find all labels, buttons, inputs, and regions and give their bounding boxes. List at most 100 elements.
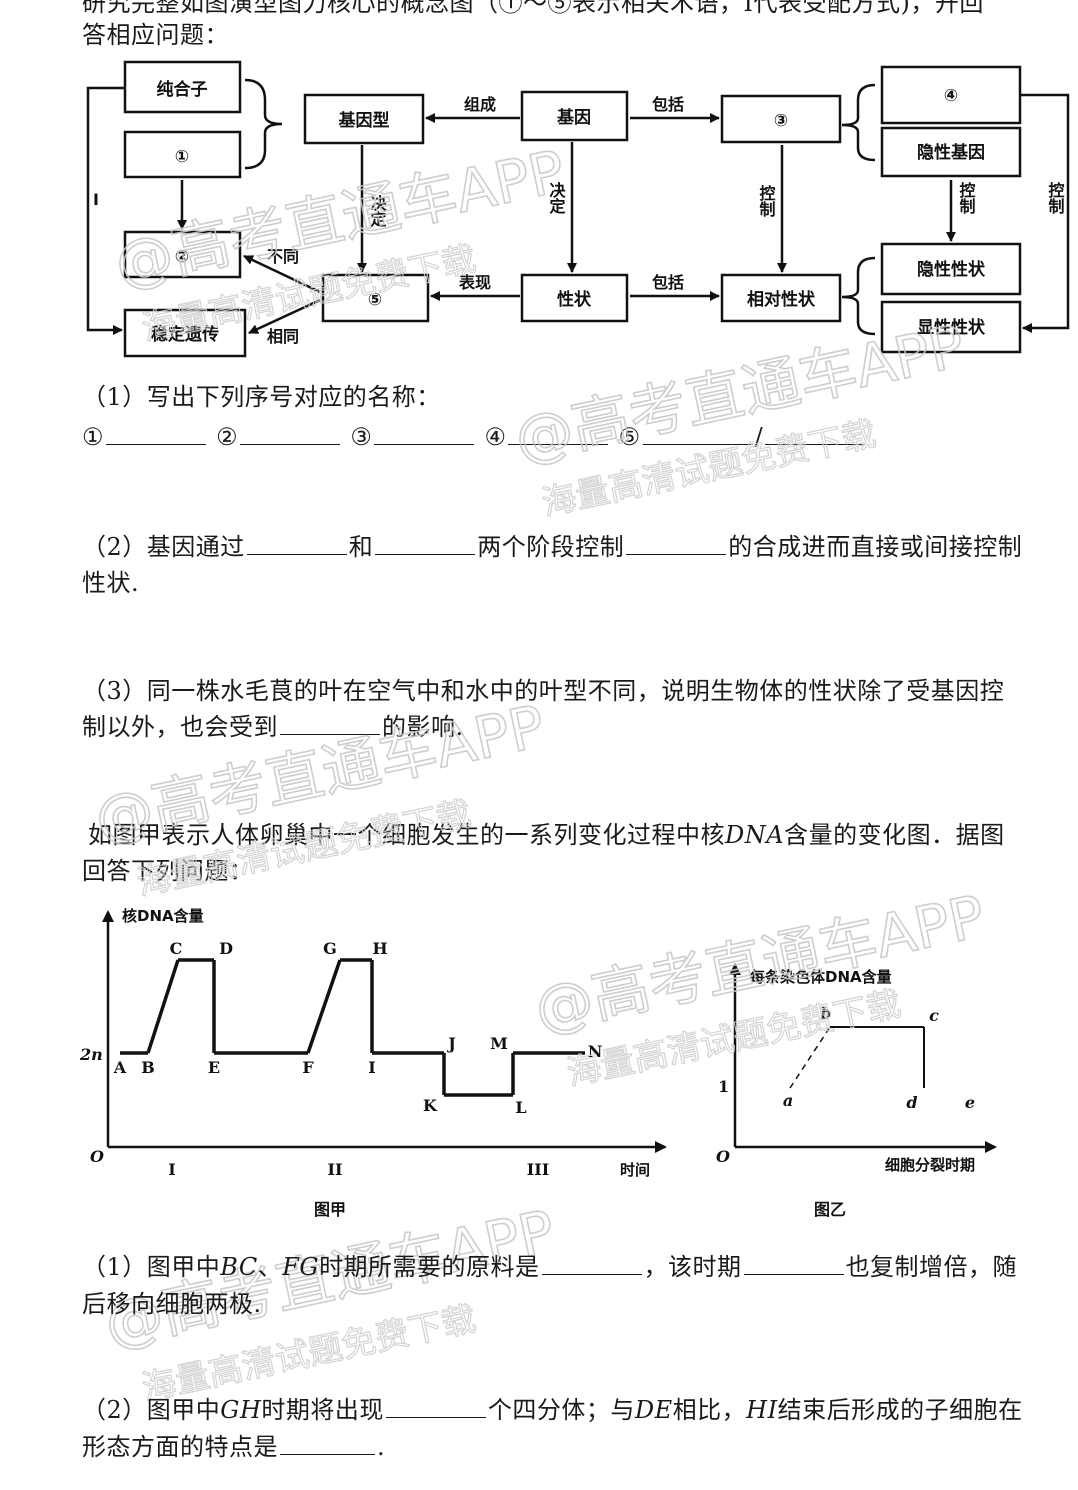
q1-num-5: ⑤ — [618, 423, 641, 451]
q5-hi: HI — [746, 1396, 778, 1424]
jia-point-label-M: M — [490, 1034, 508, 1053]
jia-point-label-C: C — [170, 939, 183, 958]
concept-map: 纯合子 ① ② 稳定遗传 基因型 ⑤ 基因 性状 ③ 相对性状 ④ 隐性基因 隐… — [86, 60, 1070, 358]
text-trait: 性状 — [557, 289, 592, 310]
label-control-3: 控制 — [1046, 181, 1065, 215]
q4-text-c: ，该时期 — [643, 1253, 742, 1281]
text-box-5: ⑤ — [368, 290, 382, 310]
q5-text-d: 相比， — [672, 1396, 747, 1424]
label-control-1: 控制 — [757, 184, 776, 218]
box-trait — [520, 273, 629, 323]
q2-text-c: 两个阶段控制 — [477, 533, 625, 561]
part2-dna: DNA — [725, 821, 785, 849]
q2-text-a: （2）基因通过 — [82, 533, 245, 561]
box-recessive-trait — [880, 242, 1022, 296]
q1-num-4: ④ — [484, 423, 507, 451]
jia-stage-1: I — [168, 1160, 175, 1179]
q5-de: DE — [634, 1396, 673, 1424]
text-box-2: ② — [175, 247, 189, 267]
q5-blank-2[interactable] — [280, 1432, 375, 1455]
q1-blank-5a[interactable] — [642, 422, 753, 445]
box-5 — [321, 273, 430, 323]
label-compose: 组成 — [464, 95, 496, 114]
text-genotype: 基因型 — [338, 110, 390, 131]
yi-ytick: 1 — [718, 1077, 729, 1096]
label-roman-I: I — [93, 190, 99, 209]
q4-line-2: 后移向细胞两极. — [82, 1290, 262, 1318]
q1-blank-5b[interactable] — [765, 422, 866, 445]
q3-line-2: 制以外，也会受到 的影响. — [82, 710, 464, 744]
jia-point-label-D: D — [219, 939, 233, 958]
q1-num-2: ② — [216, 423, 239, 451]
q1-num-1: ① — [82, 423, 105, 451]
yi-point-label-b: b — [820, 1004, 831, 1023]
yi-title: 图乙 — [814, 1200, 846, 1219]
box-1 — [123, 130, 242, 179]
q2-blank-1[interactable] — [246, 532, 347, 555]
q2-line-2: 性状. — [82, 569, 140, 597]
label-include-2: 包括 — [652, 273, 684, 292]
q3-line-1: （3）同一株水毛茛的叶在空气中和水中的叶型不同，说明生物体的性状除了受基因控 — [82, 677, 1005, 705]
q5-text-f: 形态方面的特点是 — [82, 1433, 278, 1461]
text-stable: 稳定遗传 — [151, 324, 219, 345]
intro-line-2: 答相应问题： — [82, 21, 229, 49]
q2-line-1: （2）基因通过和两个阶段控制的合成进而直接或间接控制 — [82, 530, 1022, 564]
q1-blank-1[interactable] — [106, 422, 207, 445]
jia-stage-2: II — [328, 1160, 343, 1179]
jia-segment-FG — [306, 959, 342, 1054]
q3-blank[interactable] — [280, 712, 380, 735]
label-same: 相同 — [267, 327, 299, 346]
jia-point-label-L: L — [515, 1098, 526, 1117]
q1-num-3: ③ — [350, 423, 373, 451]
q4-blank-2[interactable] — [743, 1252, 844, 1275]
text-dominant-trait: 显性性状 — [917, 317, 986, 338]
label-different: 不同 — [267, 247, 299, 266]
q1-blank-2[interactable] — [240, 422, 341, 445]
part2-text-a: 如图甲表示人体卵巢中一个细胞发生的一系列变化过程中核 — [88, 821, 725, 849]
q4-bc: BC — [220, 1253, 258, 1281]
jia-point-label-H: H — [372, 939, 387, 958]
text-box-4: ④ — [944, 86, 958, 106]
q4-sep: 、 — [257, 1253, 283, 1281]
q3-text-c: 的影响. — [382, 713, 464, 741]
box-2 — [123, 230, 242, 279]
jia-stage-3: III — [527, 1160, 549, 1179]
part2-line-2: 回答下列问题： — [82, 857, 254, 885]
q2-text-d: 的合成进而直接或间接控制 — [728, 533, 1023, 561]
label-decide-2: 决定 — [547, 181, 567, 215]
jia-point-label-A: A — [113, 1058, 127, 1077]
q5-text-e: 结束后形成的子细胞在 — [777, 1396, 1023, 1424]
yi-point-label-c: c — [929, 1006, 939, 1025]
q3-text-b: 制以外，也会受到 — [82, 713, 278, 741]
q4-fg: FG — [282, 1253, 320, 1281]
box-stable — [123, 308, 247, 358]
label-decide-1: 决定 — [368, 194, 388, 228]
q4-line-1: （1）图甲中BC、FG时期所需要的原料是，该时期也复制增倍，随 — [82, 1250, 1017, 1284]
yi-point-label-a: a — [783, 1091, 793, 1110]
q4-blank-1[interactable] — [541, 1252, 642, 1275]
q5-text-a: （2）图甲中 — [82, 1396, 221, 1424]
box-dominant-trait — [880, 300, 1022, 354]
q5-line-1: （2）图甲中GH时期将出现个四分体；与DE相比，HI结束后形成的子细胞在 — [82, 1393, 1023, 1427]
q2-blank-2[interactable] — [375, 532, 476, 555]
q1-blank-3[interactable] — [374, 422, 475, 445]
box-gene — [520, 90, 629, 142]
jia-origin: O — [90, 1147, 104, 1166]
part2-line-1: 如图甲表示人体卵巢中一个细胞发生的一系列变化过程中核DNA含量的变化图．据图 — [88, 818, 1005, 852]
q2-blank-3[interactable] — [626, 532, 727, 555]
text-relative-trait: 相对性状 — [747, 289, 816, 310]
yi-ylabel: 每条染色体DNA含量 — [750, 968, 892, 986]
jia-segment-BC — [146, 959, 180, 1054]
text-box-1: ① — [175, 147, 189, 167]
intro-line-1: 研究完整如图演型图力核心的概念图（①～⑤表示相关术语，I代表受配方式)，开回 — [82, 0, 984, 17]
q5-line-2: 形态方面的特点是. — [82, 1430, 385, 1464]
q5-text-c: 个四分体；与 — [487, 1396, 635, 1424]
watermark-4: @高考直通车APP — [529, 882, 991, 1044]
yi-segment-ab — [789, 1026, 831, 1089]
box-recessive-gene — [880, 126, 1022, 178]
q1-blank-4[interactable] — [508, 422, 609, 445]
jia-point-label-G: G — [323, 939, 337, 958]
q1-blanks: ① ② ③ ④ ⑤/ — [82, 420, 867, 454]
q5-blank-1[interactable] — [385, 1395, 486, 1418]
text-gene: 基因 — [556, 107, 591, 128]
